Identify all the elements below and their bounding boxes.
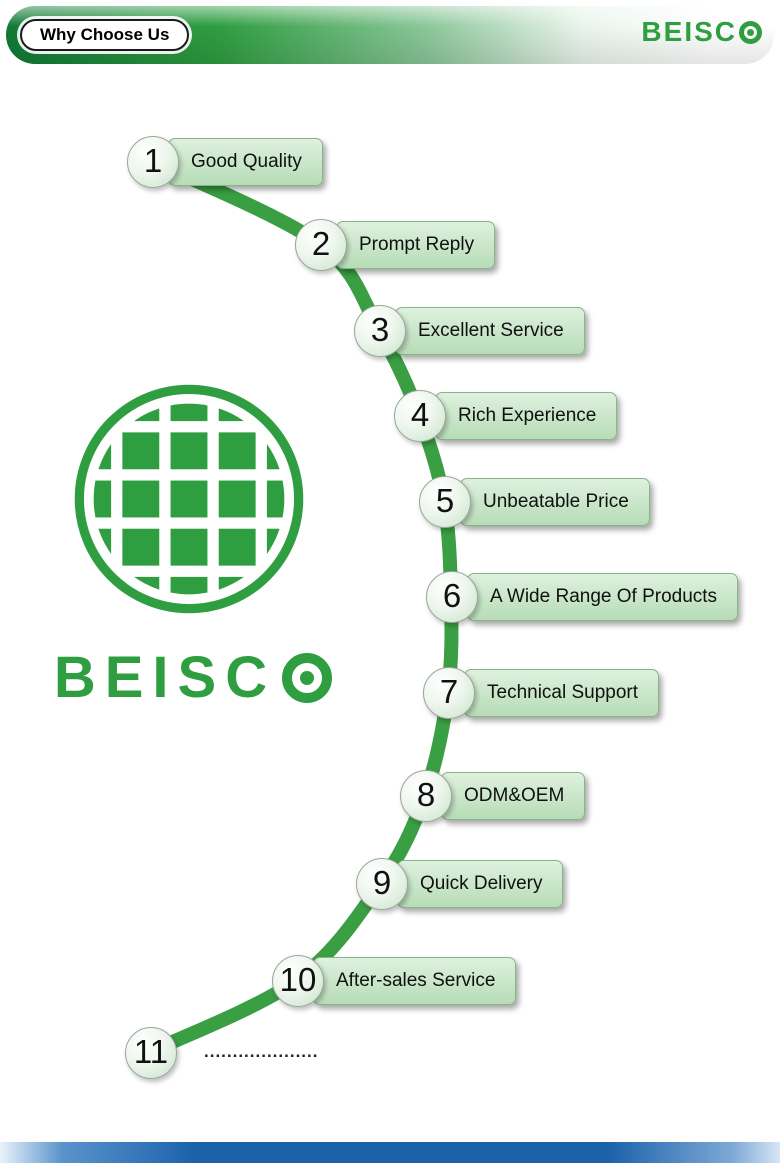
reason-number-badge: 4	[394, 390, 446, 442]
reason-label: A Wide Range Of Products	[467, 573, 739, 621]
reason-number-badge: 10	[272, 955, 324, 1007]
reason-number-badge: 6	[426, 571, 478, 623]
reason-number-badge: 3	[354, 305, 406, 357]
reason-label: Rich Experience	[435, 392, 618, 440]
header-bar: Why Choose Us	[6, 6, 774, 64]
reason-label: Technical Support	[464, 669, 660, 717]
reason-number-badge: 11	[125, 1027, 177, 1079]
reason-label: ODM&OEM	[441, 772, 586, 820]
reason-label: Good Quality	[168, 138, 323, 186]
reason-number-badge: 2	[295, 219, 347, 271]
reason-number-badge: 1	[127, 136, 179, 188]
reason-number-badge: 5	[419, 476, 471, 528]
reason-label: After-sales Service	[313, 957, 517, 1005]
brand-o-icon	[739, 20, 762, 44]
header-brand-text: BEISC	[641, 16, 737, 47]
section-title-badge: Why Choose Us	[20, 19, 190, 51]
reason-label: ....................	[204, 1042, 319, 1061]
reason-label: Prompt Reply	[336, 221, 496, 269]
reason-label: Unbeatable Price	[460, 478, 650, 526]
reason-number-badge: 9	[356, 858, 408, 910]
header-brand-logo: BEISC	[641, 16, 762, 48]
reason-number-badge: 7	[423, 667, 475, 719]
reason-label: Excellent Service	[395, 307, 585, 355]
reason-number-badge: 8	[400, 770, 452, 822]
reason-label: Quick Delivery	[397, 860, 564, 908]
footer-divider	[0, 1142, 780, 1163]
